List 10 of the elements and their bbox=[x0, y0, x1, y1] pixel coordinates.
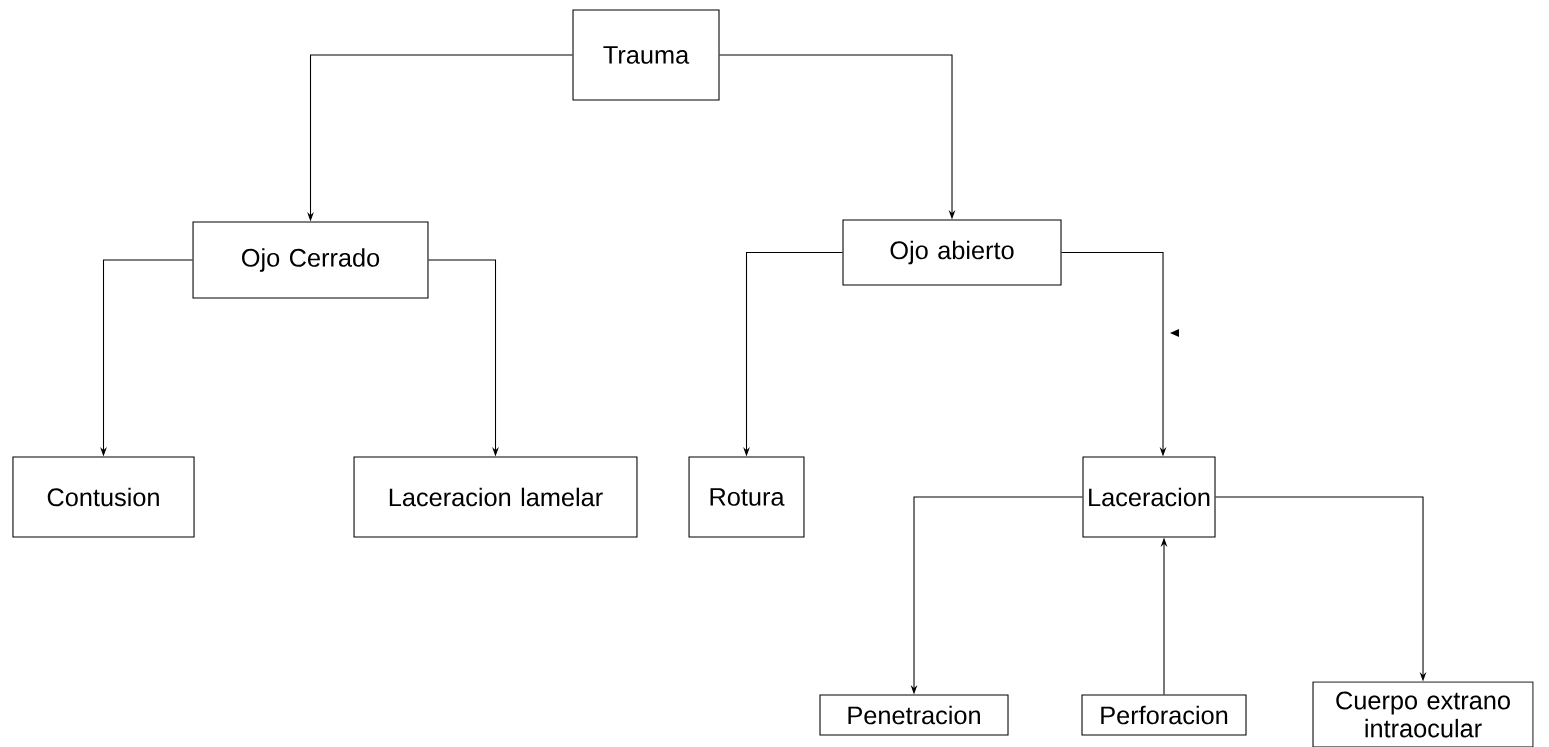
box: Perforacion bbox=[1081, 694, 1247, 736]
box: Ojo Cerrado bbox=[192, 221, 429, 299]
box: Ojo abierto bbox=[842, 219, 1062, 286]
box: Trauma bbox=[572, 9, 720, 101]
box: Penetracion bbox=[819, 694, 1009, 736]
box: Contusion bbox=[12, 456, 195, 538]
box: Cuerpo extrano intraocular bbox=[1312, 681, 1534, 747]
box: Laceracion lamelar bbox=[353, 456, 638, 538]
box: Laceracion bbox=[1082, 456, 1216, 538]
box: Rotura bbox=[688, 456, 805, 538]
